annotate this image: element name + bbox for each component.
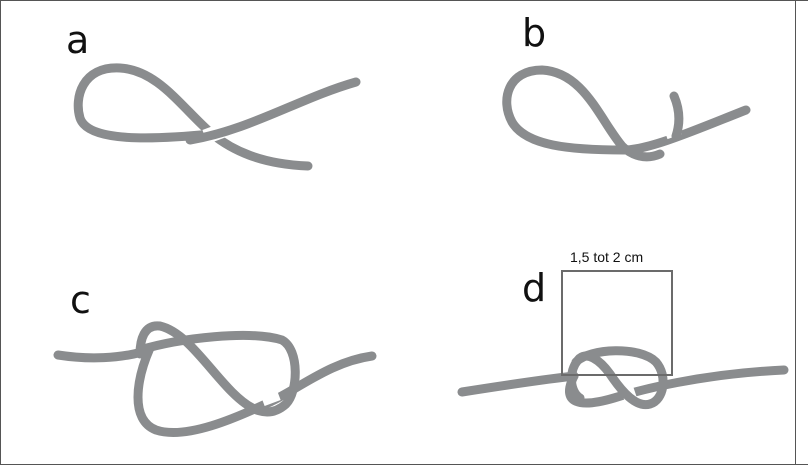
rope-segment-d-right (565, 365, 789, 408)
rope-segment-a-tail (185, 77, 361, 145)
panel-label-c: c (70, 278, 91, 322)
panel-label-d: d (522, 266, 546, 310)
measurement-bracket (561, 270, 673, 376)
rope-gap-c (259, 385, 281, 407)
rope-segment-c-bottom (133, 343, 377, 438)
rope-segment-a-loop (73, 63, 313, 171)
rope-segment-b-end (669, 91, 684, 141)
rope-segment-d-left (457, 371, 579, 397)
measurement-label: 1,5 tot 2 cm (570, 249, 643, 265)
figure-frame-right-edge (795, 0, 796, 465)
panel-label-a: a (66, 18, 89, 62)
knot-step-a (73, 63, 361, 171)
knot-step-d: 1,5 tot 2 cm (457, 249, 789, 410)
panel-label-b: b (522, 11, 546, 55)
rope-segment-c-loop (135, 321, 300, 417)
rope-segment-b-loop (502, 65, 751, 162)
knot-step-b (502, 65, 751, 162)
rope-segment-c-left (53, 347, 147, 363)
rope-segment-d-knot (567, 346, 668, 410)
knot-step-c (53, 321, 377, 438)
